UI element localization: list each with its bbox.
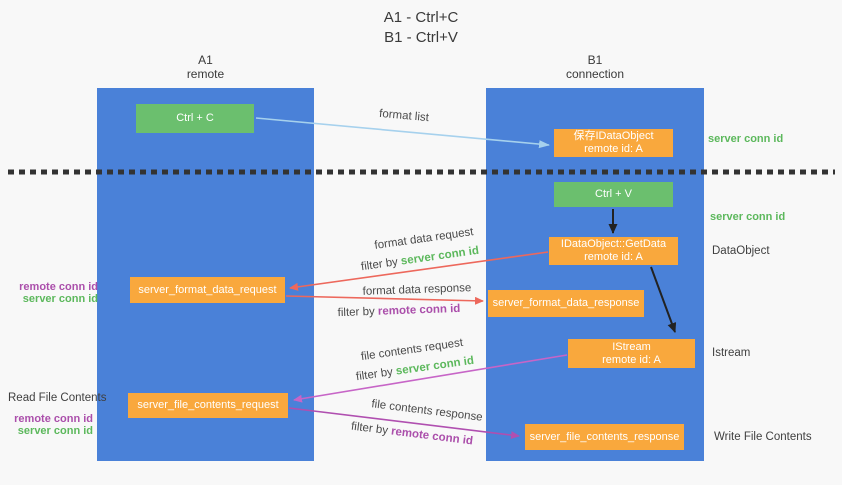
save-idataobject-line1: 保存IDataObject bbox=[573, 130, 654, 142]
save-idataobject-line2: remote id: A bbox=[584, 143, 643, 155]
format-data-response-arrow bbox=[285, 295, 484, 305]
server-conn-id-top-label: server conn id bbox=[708, 133, 784, 145]
diagram-title: A1 - Ctrl+C B1 - Ctrl+V bbox=[0, 8, 842, 48]
server-format-data-request-label: server_format_data_request bbox=[138, 283, 277, 296]
title-line-a1: A1 - Ctrl+C bbox=[383, 9, 459, 26]
column-a1-role: remote bbox=[186, 67, 225, 81]
getdata-to-istream-arrow bbox=[650, 266, 677, 333]
server-file-contents-request-label: server_file_contents_request bbox=[137, 399, 279, 411]
node-server-format-data-request: server_format_data_request bbox=[130, 277, 285, 303]
node-save-idataobject: 保存IDataObject remote id: A bbox=[554, 129, 673, 157]
dataobject-side-label: DataObject bbox=[712, 245, 770, 257]
node-ctrl-c: Ctrl + C bbox=[136, 104, 254, 133]
node-server-file-contents-response: server_file_contents_response bbox=[525, 424, 684, 450]
remote-conn-id-label-1: remote conn id bbox=[19, 281, 98, 293]
column-a1-name: A1 bbox=[198, 53, 213, 67]
title-line-b1: B1 - Ctrl+V bbox=[384, 29, 458, 46]
read-file-contents-label: Read File Contents bbox=[8, 392, 107, 404]
ctrl-c-label: Ctrl + C bbox=[176, 112, 214, 124]
filter-by-prefix-2: filter by bbox=[337, 305, 379, 320]
node-istream: IStream remote id: A bbox=[568, 339, 695, 368]
column-b1-name: B1 bbox=[587, 53, 603, 67]
write-file-contents-label: Write File Contents bbox=[714, 431, 812, 443]
file-contents-response-arrow bbox=[288, 407, 520, 440]
remote-conn-id-label-2: remote conn id bbox=[14, 413, 93, 425]
node-idataobject-getdata: IDataObject::GetData remote id: A bbox=[549, 237, 678, 265]
istream-side-label: Istream bbox=[712, 347, 751, 359]
server-conn-id-mid-label: server conn id bbox=[710, 211, 786, 223]
column-b1-role: connection bbox=[565, 67, 625, 81]
node-ctrl-v: Ctrl + V bbox=[554, 182, 673, 207]
file-contents-request-arrow bbox=[293, 354, 568, 403]
server-format-data-response-label: server_format_data_response bbox=[492, 297, 640, 309]
format-data-request-arrow bbox=[289, 251, 549, 291]
istream-line1: IStream bbox=[612, 340, 651, 353]
server-file-contents-response-label: server_file_contents_response bbox=[529, 430, 680, 443]
getdata-line2: remote id: A bbox=[584, 251, 643, 263]
node-server-format-data-response: server_format_data_response bbox=[488, 290, 644, 317]
column-header-b1: B1 connection bbox=[486, 53, 704, 81]
ctrl-v-label: Ctrl + V bbox=[595, 188, 632, 200]
column-header-a1: A1 remote bbox=[97, 53, 314, 81]
server-conn-id-label-1: server conn id bbox=[22, 293, 98, 305]
istream-line2: remote id: A bbox=[602, 353, 661, 366]
node-server-file-contents-request: server_file_contents_request bbox=[128, 393, 288, 418]
format-list-arrow bbox=[255, 117, 550, 149]
server-conn-id-label-2: server conn id bbox=[17, 425, 93, 437]
getdata-line1: IDataObject::GetData bbox=[560, 238, 667, 250]
